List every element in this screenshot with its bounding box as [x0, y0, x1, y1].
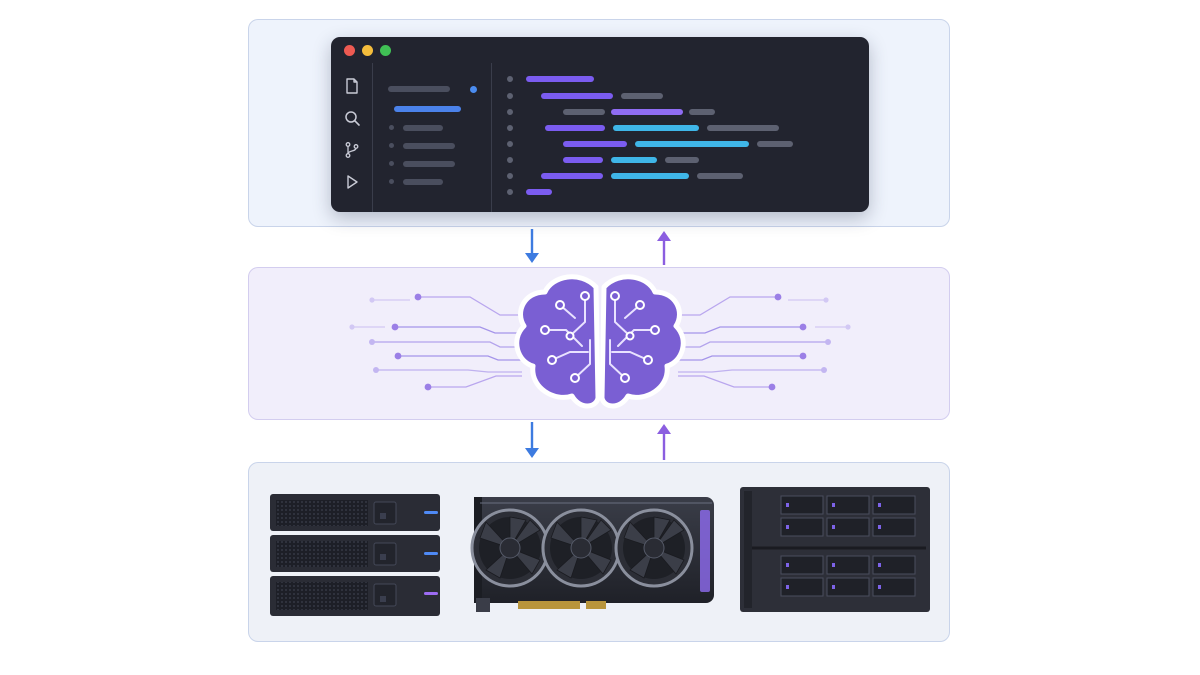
circuit-node [823, 297, 829, 303]
close-window-button[interactable] [344, 45, 355, 56]
circuit-node [845, 324, 851, 330]
line-marker [507, 173, 513, 179]
explorer-item[interactable] [403, 125, 443, 131]
code-line [545, 125, 605, 131]
circuit-node [825, 339, 831, 345]
circuit-node [394, 352, 402, 360]
code-token [665, 157, 699, 163]
explorer-item[interactable] [403, 143, 455, 149]
explorer-header [388, 86, 450, 92]
code-token [697, 173, 743, 179]
code-token [707, 125, 779, 131]
storage-array [740, 487, 930, 612]
explorer-item-active[interactable] [394, 106, 461, 112]
explorer-indicator [470, 86, 477, 93]
circuit-node [424, 383, 432, 391]
circuit-node [799, 323, 807, 331]
code-line [541, 93, 613, 99]
circuit-node [799, 352, 807, 360]
circuit-node [774, 293, 782, 301]
code-token [611, 157, 657, 163]
sidebar-divider [491, 63, 492, 212]
code-editor-window [331, 37, 869, 212]
circuit-node [414, 293, 422, 301]
code-token [611, 109, 683, 115]
explorer-item-marker [389, 125, 394, 130]
code-line [563, 109, 605, 115]
activity-bar-divider [372, 63, 373, 212]
explorer-item[interactable] [403, 161, 455, 167]
code-token [613, 125, 699, 131]
file-icon[interactable] [343, 77, 361, 95]
search-icon[interactable] [343, 109, 361, 127]
code-token [635, 141, 749, 147]
line-marker [507, 189, 513, 195]
circuit-node [821, 367, 827, 373]
circuit-node [373, 367, 379, 373]
code-line [541, 173, 603, 179]
code-line [563, 157, 603, 163]
code-line [563, 141, 627, 147]
circuit-node [768, 383, 776, 391]
code-token [621, 93, 663, 99]
explorer-item[interactable] [403, 179, 443, 185]
code-line [526, 76, 594, 82]
up-arrow-icon [656, 422, 672, 460]
code-token [757, 141, 793, 147]
down-arrow-icon [524, 422, 540, 460]
line-marker [507, 93, 513, 99]
circuit-node [391, 323, 399, 331]
server-stack [270, 494, 440, 616]
code-token [611, 173, 689, 179]
maximize-window-button[interactable] [380, 45, 391, 56]
line-marker [507, 76, 513, 82]
line-marker [507, 141, 513, 147]
editor-titlebar [331, 37, 869, 63]
down-arrow-icon [524, 229, 540, 265]
up-arrow-icon [656, 229, 672, 265]
explorer-item-marker [389, 143, 394, 148]
explorer-item-marker [389, 179, 394, 184]
minimize-window-button[interactable] [362, 45, 373, 56]
run-icon[interactable] [343, 173, 361, 191]
brain-icon [514, 274, 686, 409]
circuit-node [369, 297, 375, 303]
graphics-card [470, 497, 714, 612]
code-line [526, 189, 552, 195]
line-marker [507, 125, 513, 131]
line-marker [507, 109, 513, 115]
explorer-item-marker [389, 161, 394, 166]
code-token [689, 109, 715, 115]
circuit-node [369, 339, 375, 345]
source-control-icon[interactable] [343, 141, 361, 159]
line-marker [507, 157, 513, 163]
circuit-node [349, 324, 355, 330]
